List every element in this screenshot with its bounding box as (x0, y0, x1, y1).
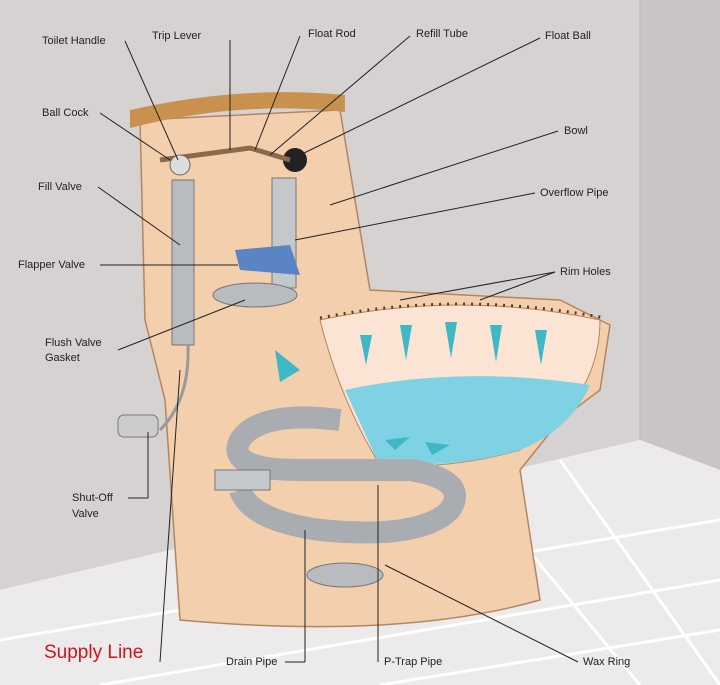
label-ball-cock: Ball Cock (42, 107, 89, 119)
flush-valve (212, 282, 298, 308)
leader-lines (97, 35, 579, 663)
shut-off-valve (117, 414, 159, 438)
label-float-rod: Float Rod (308, 28, 356, 40)
water-flow-arrows (275, 322, 547, 455)
flapper-valve (235, 245, 300, 275)
label-fill-valve: Fill Valve (38, 181, 82, 193)
label-shut-off-valve: Shut-Off (72, 492, 113, 504)
trip-lever (159, 145, 291, 163)
fill-valve (171, 179, 195, 346)
label-wax-ring: Wax Ring (583, 656, 631, 668)
label-toilet-handle: Toilet Handle (42, 35, 106, 47)
label-trip-lever: Trip Lever (152, 30, 202, 42)
label-overflow-pipe: Overflow Pipe (540, 187, 609, 199)
label-flapper-valve: Flapper Valve (18, 259, 86, 271)
ball-cock (169, 154, 191, 176)
label-float-ball: Float Ball (545, 30, 591, 42)
label-refill-tube: Refill Tube (416, 28, 468, 40)
bowl-water (345, 376, 590, 465)
tank-lid (130, 92, 345, 128)
supply-line (158, 344, 190, 432)
label-shut-off-valve-line2: Valve (72, 508, 99, 520)
drain-pipe (214, 469, 271, 491)
rim-holes (319, 302, 606, 320)
wax-ring (306, 562, 384, 588)
label-flush-valve-gasket-line2: Gasket (45, 352, 80, 364)
trap-pipe (226, 406, 466, 544)
label-drain-pipe: Drain Pipe (226, 656, 278, 668)
label-flush-valve-gasket: Flush Valve (45, 337, 102, 349)
side-wall (640, 0, 720, 470)
label-supply-line: Supply Line (44, 642, 144, 663)
label-bowl: Bowl (564, 125, 588, 137)
label-rim-holes: Rim Holes (560, 266, 611, 278)
label-p-trap-pipe: P-Trap Pipe (384, 656, 443, 668)
